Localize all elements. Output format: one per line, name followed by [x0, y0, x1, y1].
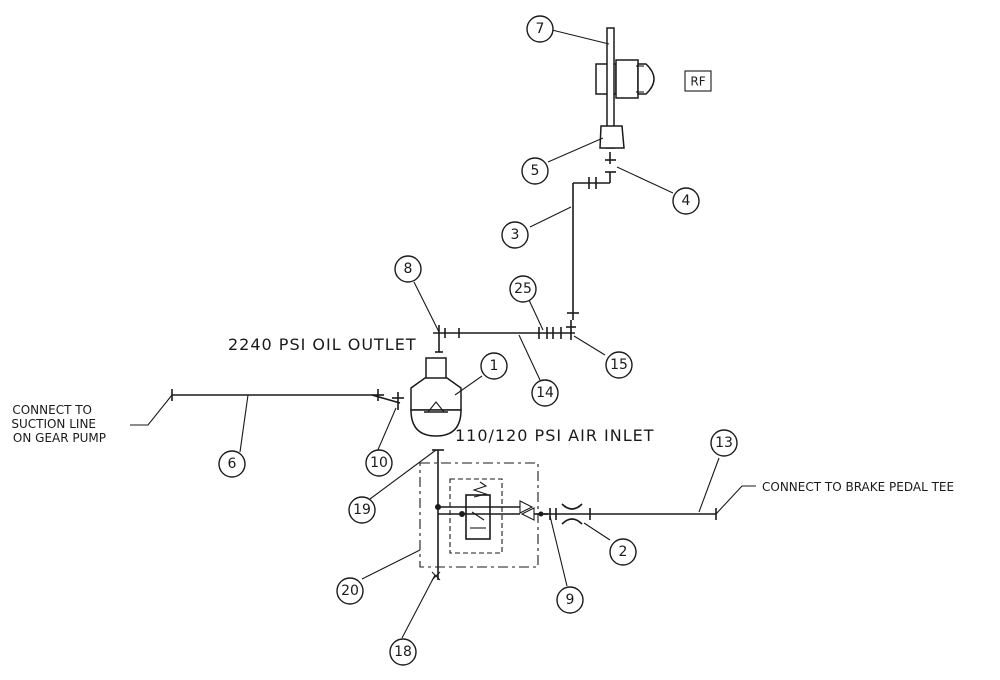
callout-19-number: 19	[353, 502, 371, 518]
callout-1: 1	[480, 352, 508, 380]
leader-20	[361, 549, 421, 580]
rf-tag-box	[684, 70, 712, 92]
leader-19	[369, 449, 437, 500]
leader-2	[583, 522, 611, 541]
callout-15: 15	[605, 351, 633, 379]
callout-13-number: 13	[715, 435, 733, 451]
leader-3	[529, 206, 572, 228]
callout-20: 20	[336, 577, 364, 605]
leader-13	[698, 457, 720, 513]
suction-label-line-2: SUCTION LINE	[11, 417, 96, 431]
callout-5-number: 5	[531, 163, 540, 179]
callout-5: 5	[521, 157, 549, 185]
valve-housing-right	[615, 59, 639, 99]
valve-block	[419, 449, 548, 580]
valve-arrow	[471, 511, 485, 521]
fitting-10-pipe	[371, 394, 401, 404]
leader-5	[547, 137, 604, 163]
brake-pedal-label: CONNECT TO BRAKE PEDAL TEE	[762, 480, 954, 494]
callout-25-number: 25	[514, 281, 532, 297]
exhaust-triangle-icon	[519, 500, 534, 514]
suction-label-line-1: CONNECT TO	[12, 403, 92, 417]
callout-6: 6	[218, 450, 246, 478]
leader-9	[549, 515, 568, 587]
valve-boundary	[419, 462, 539, 568]
pump-bowl	[410, 409, 462, 437]
leader-10	[376, 407, 397, 453]
leader-1	[454, 375, 483, 396]
valve-spool	[465, 494, 491, 540]
leader-15	[573, 335, 606, 356]
spring-icon	[472, 481, 488, 498]
valve-outlet-node	[538, 511, 544, 517]
pump-body	[410, 377, 462, 411]
callout-2: 2	[609, 538, 637, 566]
callout-9-number: 9	[566, 592, 575, 608]
orifice-2-bottom	[561, 518, 583, 525]
callout-14: 14	[531, 379, 559, 407]
leader-14	[518, 334, 541, 381]
brake-valve-assembly	[595, 27, 655, 149]
callout-25: 25	[509, 275, 537, 303]
callout-1-number: 1	[490, 358, 499, 374]
callout-18-number: 18	[394, 644, 412, 660]
callout-9: 9	[556, 586, 584, 614]
leader-8	[413, 281, 440, 333]
valve-dome	[637, 63, 655, 95]
oil-outlet-label: 2240 PSI OIL OUTLET	[228, 335, 417, 354]
callout-15-number: 15	[610, 357, 628, 373]
callout-bubbles: 7 5 4 3 8 25 15 14 1 10 6 19 20 18 9 2 1…	[218, 15, 738, 666]
callout-13: 13	[710, 429, 738, 457]
suction-leader	[130, 394, 173, 426]
orifice-2-top	[561, 503, 583, 510]
pump-cap	[425, 357, 447, 381]
air-inlet-label: 110/120 PSI AIR INLET	[455, 426, 655, 445]
valve-connector	[599, 125, 625, 149]
callout-2-number: 2	[619, 544, 628, 560]
brake-leader	[715, 485, 756, 515]
callout-14-number: 14	[536, 385, 554, 401]
mark-18-b	[431, 571, 441, 581]
callout-10-number: 10	[370, 455, 388, 471]
callout-6-number: 6	[228, 456, 237, 472]
leader-4	[616, 166, 674, 194]
callout-8-number: 8	[404, 261, 413, 277]
callout-19: 19	[348, 496, 376, 524]
piping	[130, 152, 756, 525]
callout-10: 10	[365, 449, 393, 477]
rf-tag-label: RF	[690, 75, 705, 89]
callout-8: 8	[394, 255, 422, 283]
callout-7: 7	[526, 15, 554, 43]
callout-4: 4	[672, 187, 700, 215]
callout-3-number: 3	[511, 227, 520, 243]
leader-6	[239, 394, 249, 453]
callout-3: 3	[501, 221, 529, 249]
callout-20-number: 20	[341, 583, 359, 599]
inlet-triangle-icon	[520, 507, 535, 521]
pilot-line	[449, 478, 503, 554]
leader-7	[551, 29, 610, 45]
valve-node-b	[459, 511, 465, 517]
callout-4-number: 4	[682, 193, 691, 209]
callout-7-number: 7	[536, 21, 545, 37]
leader-lines	[239, 29, 720, 639]
valve-node-a	[435, 504, 441, 510]
leader-25	[528, 299, 544, 331]
leader-18	[401, 574, 436, 639]
pump-assembly	[410, 357, 462, 437]
suction-label-line-3: ON GEAR PUMP	[13, 431, 106, 445]
callout-18: 18	[389, 638, 417, 666]
